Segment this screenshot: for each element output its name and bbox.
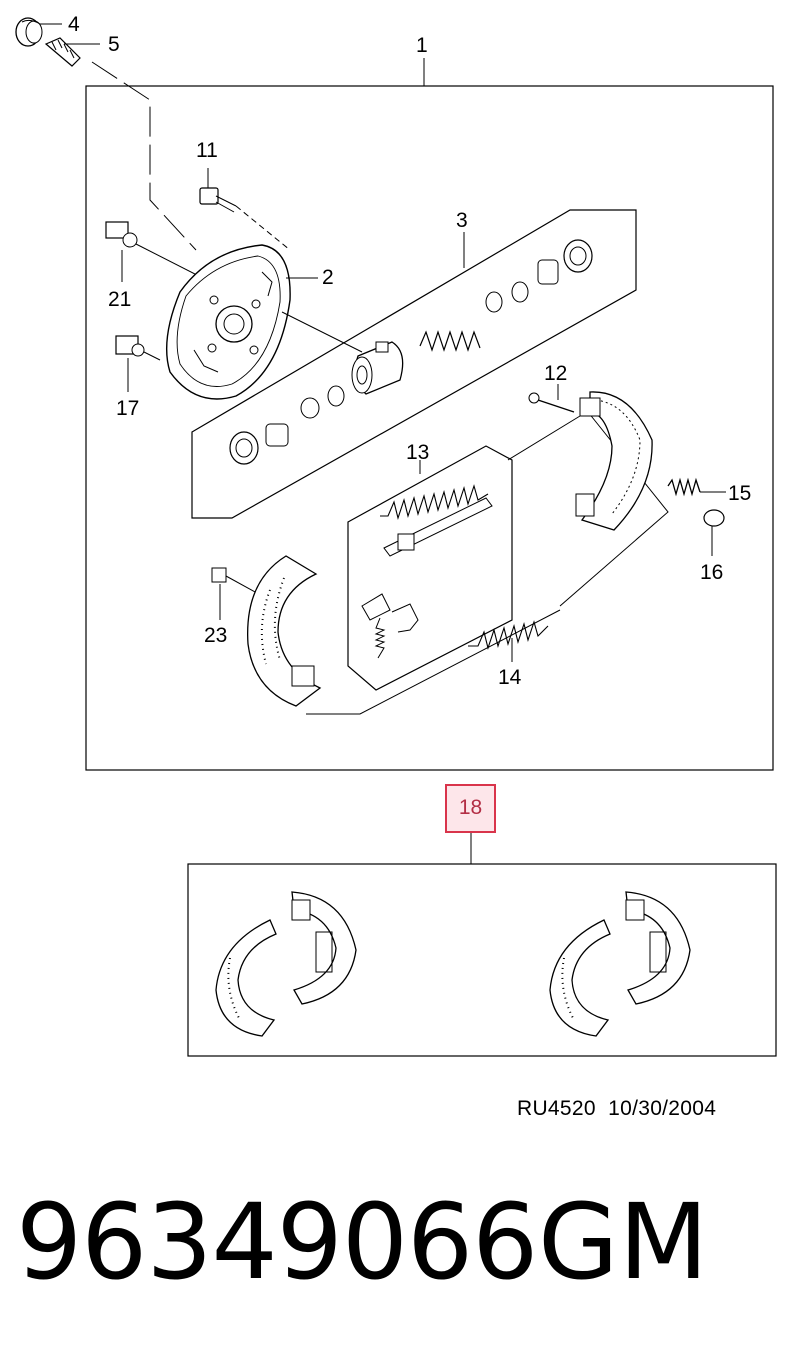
callout-18[interactable]: 18 (458, 796, 483, 819)
diagram-reference: RU4520 10/30/2004 (517, 1097, 717, 1120)
callout-5: 5 (108, 33, 120, 56)
retainer-cup-icon (703, 509, 725, 556)
backing-plate-icon (166, 244, 363, 400)
callout-12: 12 (544, 362, 567, 385)
shoe-kit-left-pair-icon (215, 891, 357, 1037)
callout-4: 4 (68, 13, 80, 36)
brake-shoe-left-icon (247, 555, 322, 707)
callout-2: 2 (322, 266, 334, 289)
shoe-kit-frame (187, 863, 777, 1057)
part-number: 96349066 (16, 1181, 538, 1303)
wheel-cylinder-icon (351, 341, 404, 395)
fitting-small-icon (115, 335, 161, 392)
wheel-cylinder-kit-frame (191, 209, 637, 519)
highlight-callout-18-box[interactable] (445, 784, 496, 833)
boot-icon (15, 17, 62, 47)
callout-17: 17 (116, 397, 139, 420)
callout-14: 14 (498, 666, 522, 689)
callout-23: 23 (204, 624, 227, 647)
fitting-icon (105, 221, 247, 301)
bolt-icon (199, 168, 291, 251)
callout-16: 16 (700, 561, 723, 584)
return-spring-upper-icon (380, 484, 489, 520)
callout-3: 3 (456, 209, 468, 232)
adjuster-icon (361, 497, 493, 659)
brake-shoe-right-icon (575, 391, 653, 531)
return-spring-lower-icon (468, 620, 549, 650)
callout-13: 13 (406, 441, 429, 464)
callout-1: 1 (416, 34, 428, 57)
callout-21: 21 (108, 288, 131, 311)
assembly-frame (85, 85, 774, 771)
callout-11: 11 (196, 139, 218, 162)
shoe-kit-right-pair-icon (549, 891, 691, 1037)
cylinder-spring-icon (419, 330, 481, 352)
piston-cup-icon (229, 239, 593, 465)
spring-kit-frame (347, 445, 513, 691)
brand-name: GM (538, 1181, 709, 1303)
callout-15: 15 (728, 482, 751, 505)
hold-down-spring-icon (667, 477, 701, 497)
bleeder-screw-icon (44, 37, 100, 67)
pin-icon (528, 384, 575, 413)
